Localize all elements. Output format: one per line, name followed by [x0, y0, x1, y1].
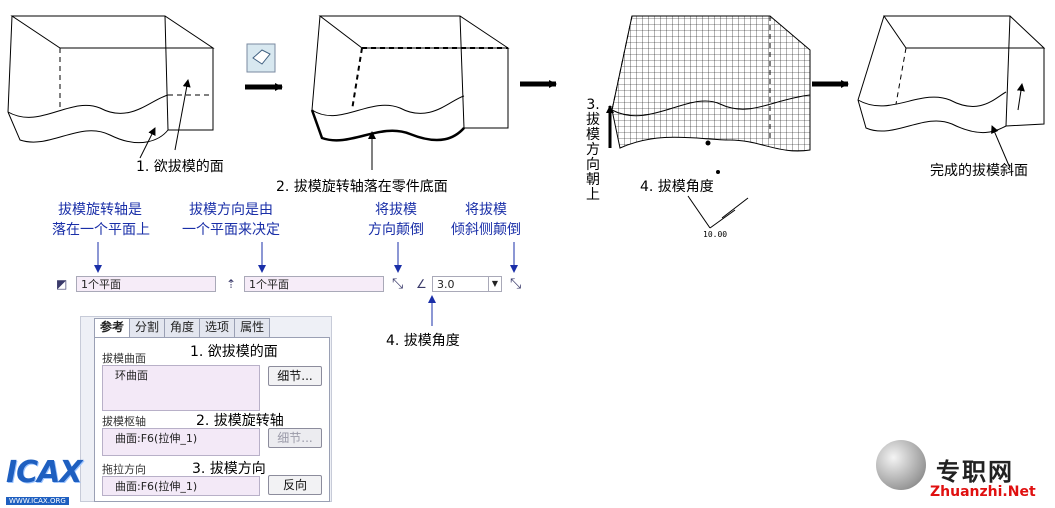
angle-icon: ∠ [416, 277, 427, 291]
draft-hinges-list[interactable]: 曲面:F6(拉伸_1) [102, 428, 260, 456]
block-original [7, 15, 215, 144]
globe-logo-icon [876, 440, 926, 490]
details-button-disabled[interactable]: 细节... [268, 428, 322, 448]
flip-button[interactable]: 反向 [268, 475, 322, 495]
result-caption: 完成的拔模斜面 [930, 163, 1028, 179]
chevron-down-icon[interactable]: ▼ [488, 277, 501, 291]
direction-note: 拔模方向是由一个平面来决定 [182, 202, 280, 238]
step3-vertical-caption: 3. 拔 模 方 向 朝 上 [586, 97, 600, 203]
logo-en-text: Zhuanzhi.Net [930, 484, 1036, 500]
callout-direction: 3. 拔模方向 [192, 461, 266, 477]
step2-caption: 2. 拔模旋转轴落在零件底面 [276, 179, 448, 195]
flip-side-icon[interactable]: ⤡ [510, 276, 522, 292]
pull-direction-label: 拖拉方向 [102, 463, 146, 476]
flip-direction-note: 将拔模方向颠倒 [368, 202, 424, 238]
angle-select[interactable]: 3.0 ▼ [432, 276, 502, 292]
logo-cn-text: 专职网 [936, 458, 1014, 486]
tab-angles[interactable]: 角度 [164, 318, 201, 337]
tab-split[interactable]: 分割 [129, 318, 166, 337]
flip-direction-icon[interactable]: ⤡ [392, 276, 404, 292]
tab-references[interactable]: 参考 [94, 318, 131, 337]
tab-properties[interactable]: 属性 [234, 318, 271, 337]
pivot-field[interactable]: 1个平面 [76, 276, 216, 292]
pivot-plane-icon[interactable]: ◩ [56, 277, 68, 291]
step1-caption: 1. 欲拔模的面 [136, 159, 224, 175]
callout-draft-surface: 1. 欲拔模的面 [190, 344, 278, 360]
pivot-note: 拔模旋转轴是落在一个平面上 [52, 202, 150, 238]
pull-direction-value[interactable]: 曲面:F6(拉伸_1) [115, 480, 198, 493]
draft-surfaces-list[interactable]: 环曲面 [102, 365, 260, 411]
draft-hinges-label: 拔模枢轴 [102, 415, 146, 428]
draft-tool-icon [246, 43, 276, 73]
callout-pivot: 2. 拔模旋转轴 [196, 413, 284, 429]
angle-readout: 10.00 [703, 230, 728, 239]
draft-surfaces-value[interactable]: 环曲面 [115, 369, 148, 382]
direction-arrow-icon[interactable]: ⇡ [226, 277, 237, 291]
draft-hinges-value[interactable]: 曲面:F6(拉伸_1) [115, 432, 198, 445]
flip-side-note: 将拔模倾斜侧颠倒 [451, 202, 521, 238]
block-pivot [310, 15, 510, 142]
direction-field[interactable]: 1个平面 [244, 276, 384, 292]
draft-surfaces-label: 拔模曲面 [102, 352, 146, 365]
pull-direction-field[interactable]: 曲面:F6(拉伸_1) [102, 476, 260, 496]
panel-tabs: 参考 分割 角度 选项 属性 [94, 318, 271, 337]
tab-body [94, 337, 330, 502]
icax-logo: ICAX WWW.ICAX.ORG [6, 455, 83, 505]
angle-note: 4. 拔模角度 [386, 333, 460, 349]
tab-options[interactable]: 选项 [199, 318, 236, 337]
details-button[interactable]: 细节... [268, 366, 322, 386]
block-result [857, 15, 1046, 133]
step4-caption: 4. 拔模角度 [640, 179, 714, 195]
block-direction [606, 15, 811, 229]
